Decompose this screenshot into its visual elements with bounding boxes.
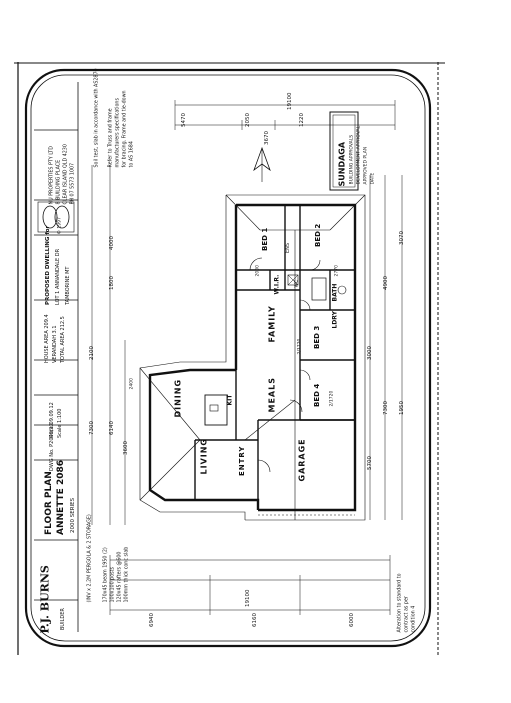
room-kit: KIT xyxy=(226,394,234,406)
dim-top-1: 5470 xyxy=(181,113,187,127)
logo-emblem xyxy=(42,205,58,229)
door-swings xyxy=(249,257,321,473)
bottom-note-3: condition 4 xyxy=(411,605,417,633)
dim-left-6: 4000 xyxy=(109,236,115,250)
bed3-dimension: 2/1720 xyxy=(297,338,303,355)
drawing-border xyxy=(24,68,432,648)
bed4-dimension: 2/1720 xyxy=(329,390,335,407)
dim-top-4: 1220 xyxy=(299,113,305,127)
stamp-line-5: DATE xyxy=(370,172,376,185)
roof-lines xyxy=(139,194,366,521)
dim-left-5: 1800 xyxy=(109,276,115,290)
house-walls xyxy=(148,203,357,512)
proposed-location: TAMBORINE MT xyxy=(65,266,71,305)
room-family: FAMILY xyxy=(267,305,277,343)
dim-bottom-1: 6940 xyxy=(149,613,155,627)
dim-tile-2: 2000 xyxy=(255,265,261,277)
room-ldry: LDRY xyxy=(331,311,339,329)
dim-right-4: 4900 xyxy=(383,276,389,290)
dim-right-5: 3070 xyxy=(399,231,405,245)
dim-right-1: 5700 xyxy=(367,456,373,470)
room-bed-2: BED 2 xyxy=(314,223,322,247)
dim-left-1: 7300 xyxy=(89,421,95,435)
dim-bottom-3: 6000 xyxy=(349,613,355,627)
room-wir: W.I.R. xyxy=(273,274,281,295)
dim-ceiling: 2400 xyxy=(129,378,135,390)
room-wc: WC xyxy=(294,279,300,288)
refer-note-4: to AS 1684 xyxy=(129,141,135,168)
dim-top-total: 19100 xyxy=(287,92,293,111)
drawing-border-inner xyxy=(30,74,426,642)
company-phone: PH 07 5573 1007 xyxy=(70,162,76,205)
dim-tile-1: 2770 xyxy=(334,265,340,277)
bath-tub xyxy=(311,277,327,301)
dim-right-6: 1950 xyxy=(399,401,405,415)
kitchen-island xyxy=(204,394,228,426)
dim-left-4: 2100 xyxy=(89,346,95,360)
builder-tagline: BUILDER xyxy=(60,608,66,630)
construction-note-4: 100mm thick conc slab xyxy=(124,546,130,603)
room-living: LIVING xyxy=(199,437,209,475)
room-entry: ENTRY xyxy=(238,445,246,477)
dim-left-3: 3600 xyxy=(123,441,129,455)
dim-top-3: 3670 xyxy=(264,131,270,145)
room-bed-1: BED 1 xyxy=(261,227,269,251)
copyright: © 1997 xyxy=(57,217,63,235)
room-dining: DINING xyxy=(173,378,183,418)
dim-right-2: 7300 xyxy=(383,401,389,415)
drawing-scale: Scale 1:100 xyxy=(57,408,63,438)
plan-series: 2000 SERIES xyxy=(70,497,76,533)
room-meals: MEALS xyxy=(267,377,277,413)
dim-left-2: 6140 xyxy=(109,421,115,435)
dim-top-2: 2050 xyxy=(245,113,251,127)
room-ens: ENS xyxy=(285,242,291,253)
room-bath: BATH xyxy=(331,283,339,302)
room-garage: GARAGE xyxy=(297,438,307,482)
dim-bottom-total: 19100 xyxy=(245,589,251,608)
dim-bottom-2: 6160 xyxy=(252,613,258,627)
room-bed-3: BED 3 xyxy=(313,325,321,349)
dim-right-3: 3000 xyxy=(367,346,373,360)
approval-stamp xyxy=(329,111,359,191)
